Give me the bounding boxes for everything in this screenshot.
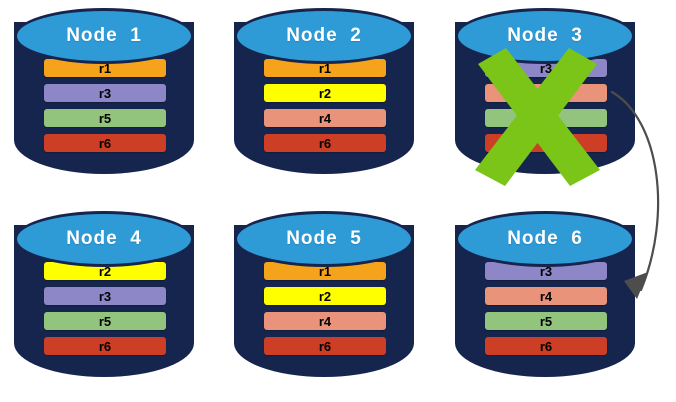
row-bar[interactable]: r4	[264, 312, 386, 330]
row-bar[interactable]: r6	[44, 134, 166, 152]
cylinder-top	[455, 211, 635, 267]
row-bar[interactable]: r3	[485, 262, 607, 280]
node-rows: r3 r4 r5 r6	[485, 262, 607, 362]
node-rows: r1 r2 r4 r6	[264, 262, 386, 362]
row-bar[interactable]: r5	[485, 109, 607, 127]
row-bar[interactable]: r3	[44, 84, 166, 102]
node-rows: r2 r3 r5 r6	[44, 262, 166, 362]
row-bar[interactable]: r6	[485, 337, 607, 355]
cylinder-top	[14, 8, 194, 64]
cylinder-top	[234, 8, 414, 64]
database-node[interactable]: r1 r2 r4 r6 Node 2	[234, 8, 414, 188]
node-rows: r1 r3 r5 r6	[44, 59, 166, 159]
node-label: Node 5	[286, 228, 362, 249]
node-label: Node 2	[286, 25, 362, 46]
row-bar[interactable]: r5	[44, 109, 166, 127]
database-node[interactable]: r1 r2 r4 r6 Node 5	[234, 211, 414, 391]
row-bar[interactable]: r4	[485, 84, 607, 102]
row-bar[interactable]: r1	[264, 262, 386, 280]
node-rows: r1 r2 r4 r6	[264, 59, 386, 159]
row-bar[interactable]: r5	[485, 312, 607, 330]
database-node[interactable]: r1 r3 r5 r6 Node 1	[14, 8, 194, 188]
database-node[interactable]: r2 r3 r5 r6 Node 4	[14, 211, 194, 391]
row-bar[interactable]: r2	[264, 287, 386, 305]
row-bar[interactable]: r6	[264, 134, 386, 152]
row-bar[interactable]: r6	[264, 337, 386, 355]
row-bar[interactable]: r6	[44, 337, 166, 355]
cylinder-top	[14, 211, 194, 267]
row-bar[interactable]: r6	[485, 134, 607, 152]
cylinder-top	[234, 211, 414, 267]
node-label: Node 3	[507, 25, 583, 46]
row-bar[interactable]: r1	[264, 59, 386, 77]
node-label: Node 1	[66, 25, 142, 46]
node-label: Node 4	[66, 228, 142, 249]
row-bar[interactable]: r4	[264, 109, 386, 127]
row-bar[interactable]: r2	[44, 262, 166, 280]
node-label: Node 6	[507, 228, 583, 249]
row-bar[interactable]: r2	[264, 84, 386, 102]
row-bar[interactable]: r3	[44, 287, 166, 305]
row-bar[interactable]: r1	[44, 59, 166, 77]
database-node[interactable]: r3 r4 r5 r6 Node 6	[455, 211, 635, 391]
row-bar[interactable]: r4	[485, 287, 607, 305]
row-bar[interactable]: r5	[44, 312, 166, 330]
